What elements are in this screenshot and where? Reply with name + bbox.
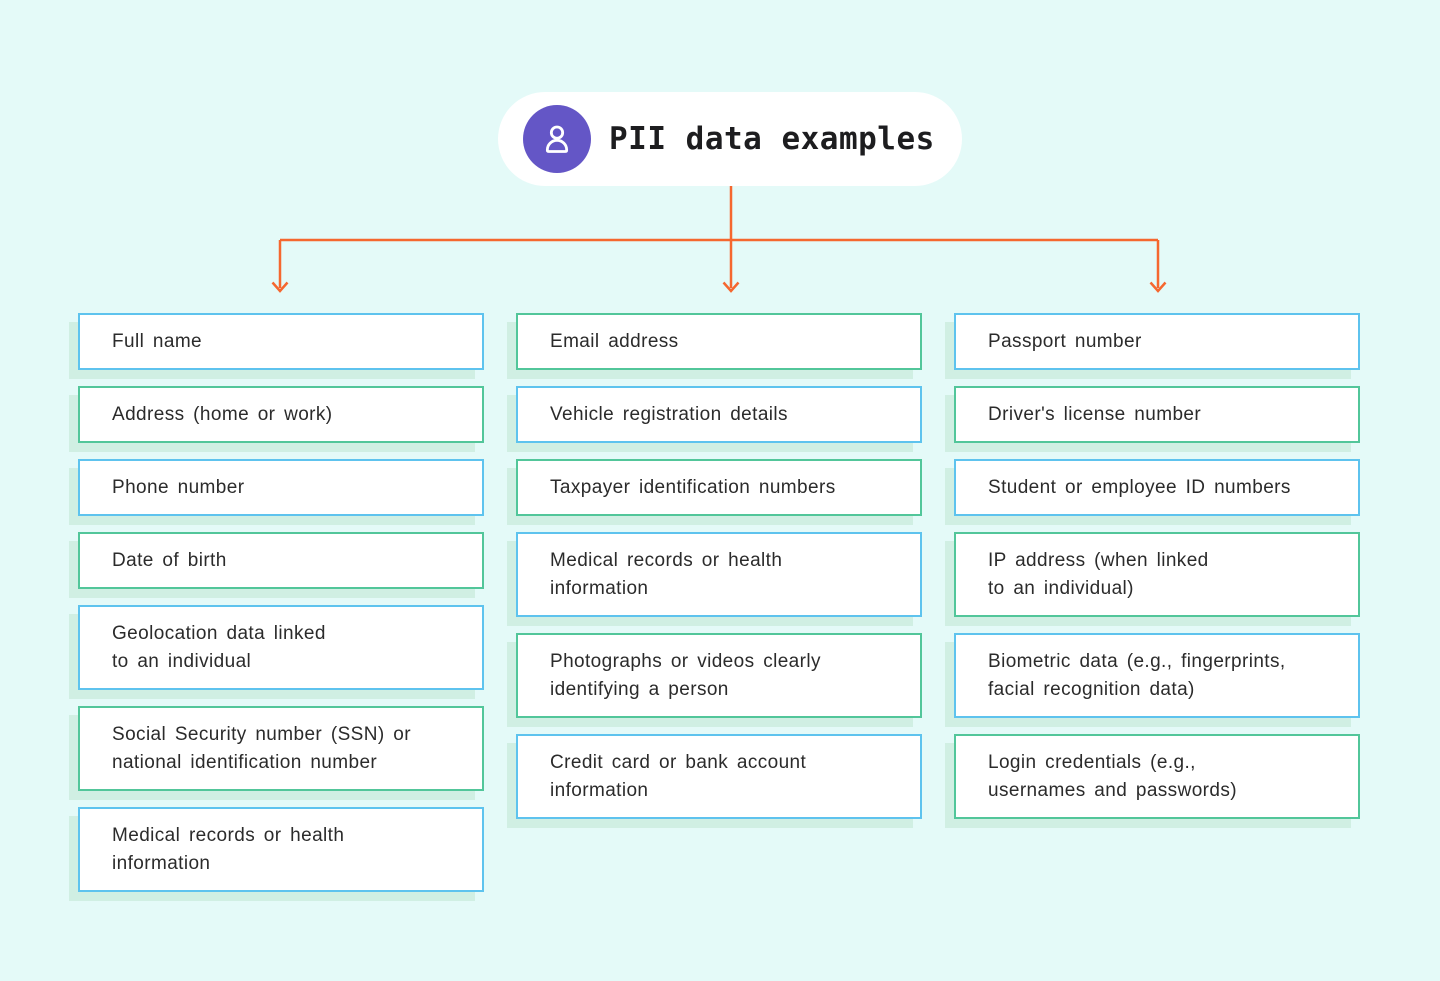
pii-box-email: Email address <box>516 313 922 370</box>
header-pill: PII data examples <box>498 92 962 186</box>
pii-box-label: Phone number <box>112 476 245 498</box>
person-badge <box>523 105 591 173</box>
pii-box-label: Geolocation data linked to an individual <box>112 622 326 672</box>
pii-box-address: Address (home or work) <box>78 386 484 443</box>
pii-box-drivers-license: Driver's license number <box>954 386 1360 443</box>
pii-box-label: Date of birth <box>112 549 227 571</box>
page-title: PII data examples <box>609 121 935 157</box>
pii-box-ip-address: IP address (when linked to an individual… <box>954 532 1360 617</box>
pii-box-label: Medical records or health information <box>112 824 345 874</box>
pii-box-vehicle-registration: Vehicle registration details <box>516 386 922 443</box>
pii-box-label: Photographs or videos clearly identifyin… <box>550 650 821 700</box>
pii-box-passport: Passport number <box>954 313 1360 370</box>
pii-box-label: Biometric data (e.g., fingerprints, faci… <box>988 650 1286 700</box>
column-left: Full name Address (home or work) Phone n… <box>78 313 484 892</box>
pii-box-phone-number: Phone number <box>78 459 484 516</box>
pii-box-biometric: Biometric data (e.g., fingerprints, faci… <box>954 633 1360 718</box>
pii-box-label: Credit card or bank account information <box>550 751 807 801</box>
pii-box-label: Email address <box>550 330 679 352</box>
pii-box-credit-card: Credit card or bank account information <box>516 734 922 819</box>
pii-box-label: Medical records or health information <box>550 549 783 599</box>
pii-box-label: IP address (when linked to an individual… <box>988 549 1209 599</box>
pii-box-login-credentials: Login credentials (e.g., usernames and p… <box>954 734 1360 819</box>
pii-box-geolocation: Geolocation data linked to an individual <box>78 605 484 690</box>
pii-box-label: Student or employee ID numbers <box>988 476 1291 498</box>
pii-box-label: Login credentials (e.g., usernames and p… <box>988 751 1237 801</box>
pii-box-label: Vehicle registration details <box>550 403 788 425</box>
column-middle: Email address Vehicle registration detai… <box>516 313 922 819</box>
person-icon <box>545 125 569 153</box>
pii-box-student-employee-id: Student or employee ID numbers <box>954 459 1360 516</box>
pii-box-ssn: Social Security number (SSN) or national… <box>78 706 484 791</box>
pii-box-label: Driver's license number <box>988 403 1202 425</box>
pii-box-full-name: Full name <box>78 313 484 370</box>
pii-box-date-of-birth: Date of birth <box>78 532 484 589</box>
column-right: Passport number Driver's license number … <box>954 313 1360 819</box>
pii-box-label: Taxpayer identification numbers <box>550 476 836 498</box>
pii-box-label: Address (home or work) <box>112 403 333 425</box>
pii-box-label: Passport number <box>988 330 1142 352</box>
pii-box-label: Social Security number (SSN) or national… <box>112 723 411 773</box>
pii-box-label: Full name <box>112 330 203 352</box>
pii-box-photographs: Photographs or videos clearly identifyin… <box>516 633 922 718</box>
pii-box-medical-records: Medical records or health information <box>78 807 484 892</box>
pii-box-taxpayer-id: Taxpayer identification numbers <box>516 459 922 516</box>
pii-box-medical-records: Medical records or health information <box>516 532 922 617</box>
